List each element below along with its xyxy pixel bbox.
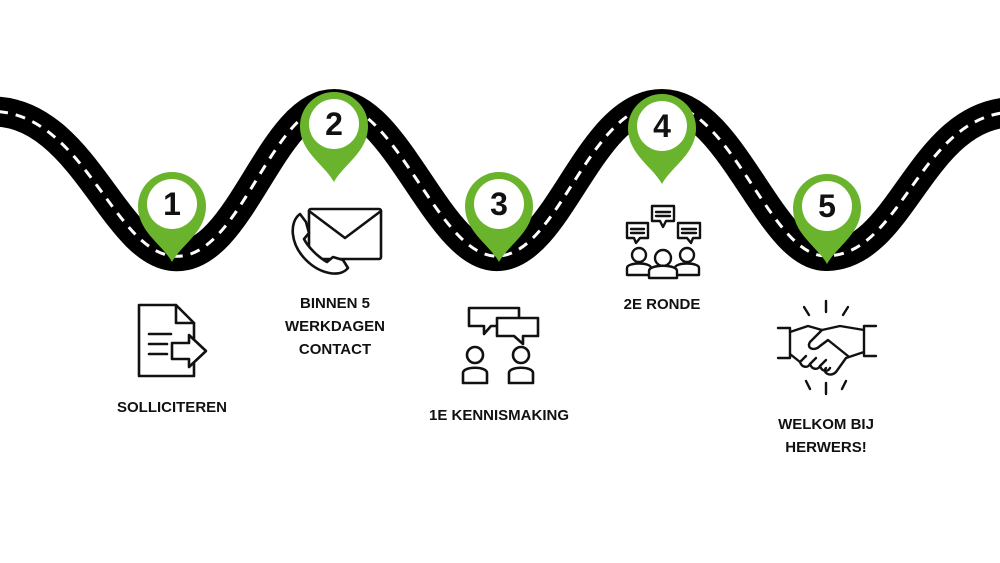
pin-marker-4: 4 [628,94,696,184]
step-label-3: 1E KENNISMAKING [428,407,570,424]
pin-marker-5: 5 [793,174,861,264]
document-arrow-icon [137,303,208,378]
group-chat-icon [625,204,702,280]
pin-number: 4 [653,108,671,144]
phone-envelope-icon [291,207,383,275]
pin-marker-2: 2 [300,92,368,182]
pin-number: 3 [490,186,508,222]
pin-marker-3: 3 [465,172,533,262]
pin-marker-1: 1 [138,172,206,262]
two-people-chat-icon [461,306,540,385]
step-label-5: WELKOM BIJ HERWERS! [778,416,874,456]
step-label-1: SOLLICITEREN [116,399,227,416]
handshake-icon [776,299,878,396]
pin-number: 5 [818,188,836,224]
pin-number: 2 [325,106,343,142]
pin-number: 1 [163,186,181,222]
step-label-4: 2E RONDE [623,296,701,313]
step-label-2: BINNEN 5 WERKDAGEN CONTACT [285,295,385,358]
